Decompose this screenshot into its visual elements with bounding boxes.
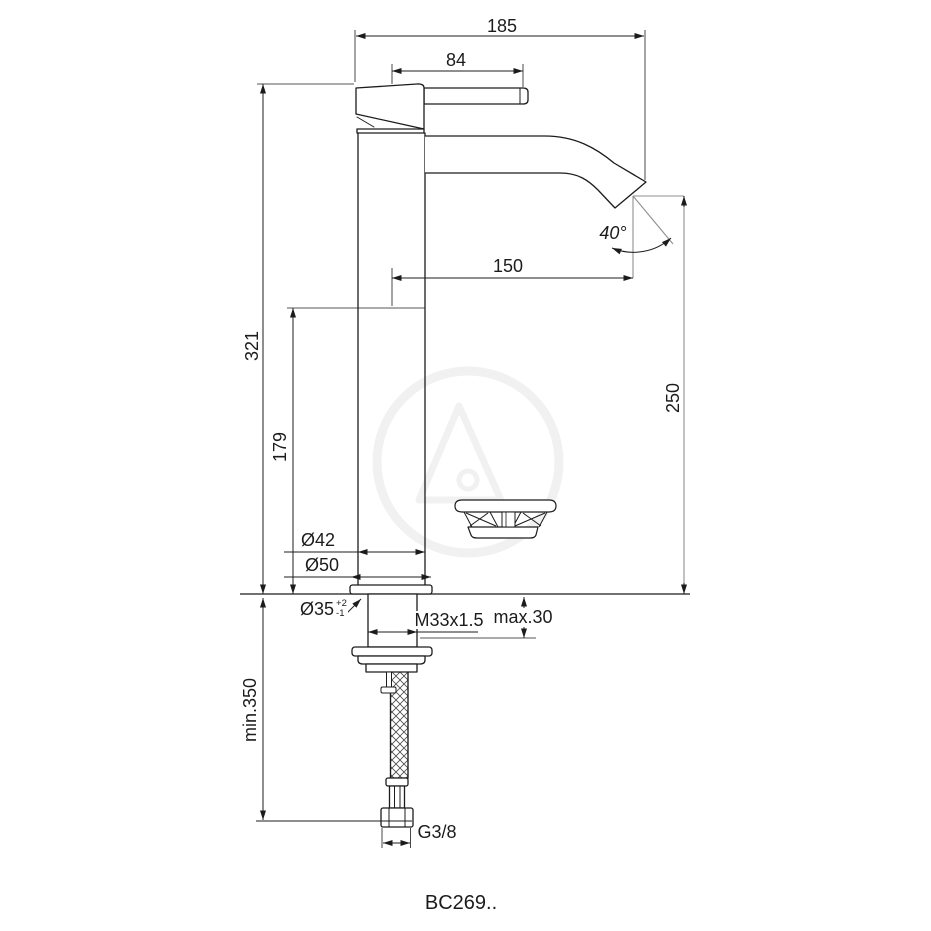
hole-diameter-value: Ø35	[300, 598, 335, 619]
spout	[424, 135, 647, 209]
dim-label-handle-length: 84	[443, 50, 469, 70]
dim-label-thread-size: M33x1.5	[412, 610, 486, 630]
pull-rod	[386, 671, 392, 688]
dim-label-body-diameter: Ø42	[298, 530, 338, 550]
body-column	[357, 132, 426, 586]
lock-nut-body	[357, 655, 426, 665]
hole-diameter-tolerances: +2 -1	[336, 599, 347, 619]
dim-label-base-diameter: Ø50	[302, 555, 342, 575]
dim-label-supply-connection: G3/8	[415, 822, 459, 842]
product-code: BC269..	[424, 892, 498, 914]
tolerance-minus: -1	[336, 607, 345, 619]
hex-nut	[380, 807, 414, 828]
faucet-drawing	[349, 83, 647, 828]
dim-label-outlet-height: 250	[663, 380, 683, 416]
dim-label-overall-width: 185	[484, 16, 520, 36]
body-collar	[356, 128, 425, 134]
handle-cap	[355, 83, 425, 130]
dim-label-spout-reach: 150	[490, 256, 526, 276]
supply-hose-drawing	[389, 669, 409, 779]
threaded-shank	[367, 593, 418, 648]
deck-flange	[349, 584, 433, 595]
hose-neck	[388, 785, 406, 809]
drain-plug-drawing	[454, 499, 557, 539]
dim-label-hole-diameter: Ø35 +2 -1	[299, 599, 348, 619]
watermark-logo	[372, 366, 564, 558]
dim-label-deck-thickness: max.30	[491, 607, 555, 627]
dim-label-hose-length: min.350	[240, 675, 260, 745]
dim-label-overall-height: 321	[242, 328, 262, 364]
reference-lines	[632, 195, 685, 594]
handle-lever	[423, 87, 529, 105]
lock-nut-flange	[351, 646, 433, 657]
braided-hose	[389, 669, 409, 779]
dimension-lines	[256, 30, 687, 848]
tolerance-plus: +2	[336, 598, 347, 609]
dim-label-spout-angle: 40°	[597, 223, 629, 243]
pull-rod-foot	[380, 686, 397, 694]
dim-label-underspout-height: 179	[270, 429, 290, 465]
hose-collar	[385, 777, 409, 787]
